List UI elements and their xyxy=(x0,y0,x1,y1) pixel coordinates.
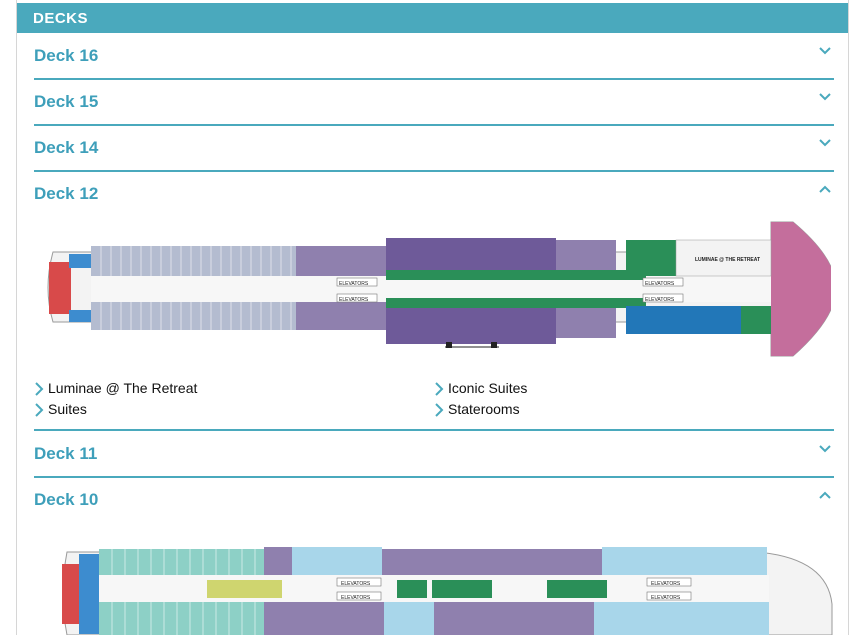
deck-10-elevators-label-3: ELEVATORS xyxy=(651,581,681,587)
deck-10-green-block-2 xyxy=(432,580,492,598)
deck-10-elevators-label-1: ELEVATORS xyxy=(341,581,371,587)
deck-15-label: Deck 15 xyxy=(34,92,99,111)
decks-title: DECKS xyxy=(33,10,89,27)
deck-12-iconic-forward-top xyxy=(626,240,676,276)
deck-12-bow-spa xyxy=(771,222,831,356)
deck-10-elevators-label-4: ELEVATORS xyxy=(651,595,681,601)
chevron-right-icon xyxy=(35,403,44,417)
legend-staterooms-label: Staterooms xyxy=(448,401,520,417)
deck-16-label: Deck 16 xyxy=(34,46,99,65)
legend-staterooms[interactable]: Staterooms xyxy=(435,401,520,417)
deck-12-suites-top xyxy=(296,246,386,276)
deck-12-iconic-suites-bottom xyxy=(386,298,646,308)
deck-10-elevators-2 xyxy=(336,591,382,601)
chevron-down-icon xyxy=(819,139,831,147)
deck-12-staterooms-top xyxy=(91,246,296,276)
deck-12-stair-1 xyxy=(446,342,452,348)
deck-10-light-top-2 xyxy=(602,547,767,575)
deck-10-suites-top-2 xyxy=(382,549,602,575)
deck-12-suites-dark-bottom xyxy=(386,302,556,344)
deck-10-suites-bottom-2 xyxy=(434,602,594,635)
deck-10-yellow-block xyxy=(207,580,282,598)
deck-12-suites-dark-top xyxy=(386,238,556,276)
deck-14-accordion[interactable]: Deck 14 xyxy=(34,125,834,172)
deck-10-suites-bottom xyxy=(264,602,384,635)
decks-panel: DECKS Deck 16 Deck 15 Deck 14 Deck 12 xyxy=(16,0,849,635)
deck-12-suites-bottom xyxy=(296,302,386,330)
deck-10-light-top-1 xyxy=(292,547,382,575)
chevron-right-icon xyxy=(35,382,44,396)
deck-10-light-bottom-2 xyxy=(594,602,769,635)
deck-12-elevators-label-1: ELEVATORS xyxy=(339,281,369,287)
deck-10-label: Deck 10 xyxy=(34,490,99,509)
chevron-down-icon xyxy=(819,445,831,453)
deck-12-luminae-corner xyxy=(741,306,771,334)
deck-10-elevators-1 xyxy=(336,577,382,587)
legend-suites[interactable]: Suites xyxy=(35,401,87,417)
deck-12-elevators-3 xyxy=(642,277,684,287)
deck-12-plan[interactable]: ELEVATORS ELEVATORS ELEVATORS ELEVATORS … xyxy=(41,218,831,366)
legend-luminae-retreat-label: Luminae @ The Retreat xyxy=(48,380,198,396)
legend-luminae-retreat[interactable]: Luminae @ The Retreat xyxy=(35,380,198,396)
chevron-down-icon xyxy=(819,93,831,101)
deck-12-aft-cabins-blue-top xyxy=(69,254,91,268)
deck-12-elevators-label-2: ELEVATORS xyxy=(339,297,369,303)
deck-12-divider xyxy=(34,429,834,431)
deck-12-elevators-4 xyxy=(642,293,684,303)
deck-12-stair-2 xyxy=(491,342,497,348)
deck-10-aqua-top xyxy=(99,549,264,575)
deck-14-label: Deck 14 xyxy=(34,138,99,157)
deck-10-green-block-1 xyxy=(397,580,427,598)
deck-12-luminae-top xyxy=(675,239,772,277)
deck-12-elevators-2 xyxy=(336,293,378,303)
deck-12-label: Deck 12 xyxy=(34,184,99,203)
deck-12-elevators-1 xyxy=(336,277,378,287)
chevron-right-icon xyxy=(435,382,444,396)
deck-12-elevators-label-3: ELEVATORS xyxy=(645,281,675,287)
deck-10-aft-cabins-blue xyxy=(79,554,99,634)
deck-10-suites-top xyxy=(264,547,292,575)
deck-12-iconic-suites-top xyxy=(386,270,646,280)
legend-iconic-suites-label: Iconic Suites xyxy=(448,380,528,396)
deck-12-retreat-label: LUMINAE @ THE RETREAT xyxy=(695,257,760,263)
deck-10-cabin-grid xyxy=(111,549,256,635)
deck-10-elevators-3 xyxy=(646,577,692,587)
deck-10-aqua-bottom xyxy=(99,602,264,635)
deck-12-aft-cabins-blue-bottom xyxy=(69,310,91,322)
deck-12-elevators-label-4: ELEVATORS xyxy=(645,297,675,303)
deck-10-plan[interactable]: ELEVATORS ELEVATORS ELEVATORS ELEVATORS xyxy=(57,544,837,635)
chevron-right-icon xyxy=(435,403,444,417)
chevron-down-icon xyxy=(819,47,831,55)
deck-12-aft-cabins-red xyxy=(49,262,71,314)
deck-12-cabin-grid xyxy=(100,246,292,330)
deck-10-elevators-4 xyxy=(646,591,692,601)
legend-iconic-suites[interactable]: Iconic Suites xyxy=(435,380,528,396)
deck-10-elevators-label-2: ELEVATORS xyxy=(341,595,371,601)
deck-12-accordion[interactable]: Deck 12 xyxy=(34,172,834,212)
deck-10-light-bottom-1 xyxy=(384,602,434,635)
deck-11-accordion[interactable]: Deck 11 xyxy=(34,431,834,478)
legend-suites-label: Suites xyxy=(48,401,87,417)
chevron-up-icon xyxy=(819,491,831,499)
deck-15-accordion[interactable]: Deck 15 xyxy=(34,79,834,126)
deck-10-green-block-3 xyxy=(547,580,607,598)
deck-10-accordion[interactable]: Deck 10 xyxy=(34,478,834,518)
chevron-up-icon xyxy=(819,185,831,193)
deck-12-staterooms-bottom xyxy=(91,302,296,330)
deck-10-aft-cabins-red xyxy=(62,564,84,624)
decks-header: DECKS xyxy=(17,3,848,33)
deck-11-label: Deck 11 xyxy=(34,444,98,463)
deck-16-accordion[interactable]: Deck 16 xyxy=(34,33,834,80)
